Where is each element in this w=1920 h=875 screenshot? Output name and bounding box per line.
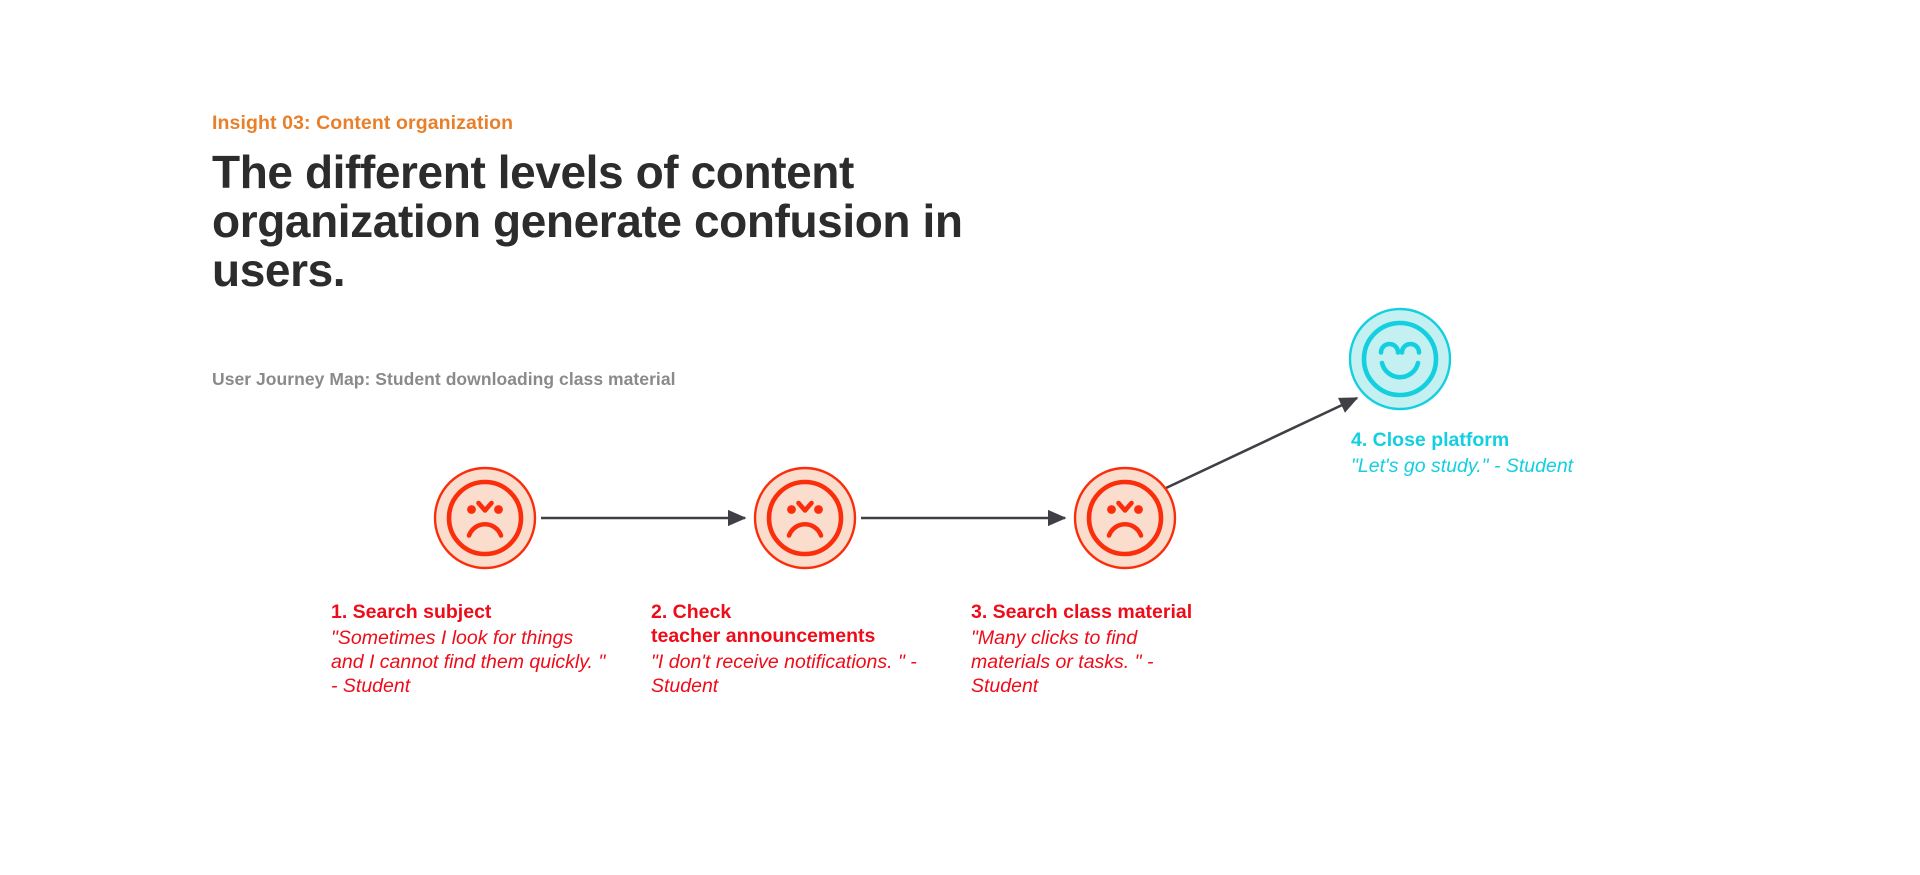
page-title: The different levels of content organiza… [212,146,963,296]
step-2-quote: "I don't receive notifications. " - Stud… [651,650,917,697]
journey-node-3[interactable] [1073,466,1177,570]
step-2-title: 2. Check teacher announcements [651,601,876,647]
insight-eyebrow-label: Insight 03: Content organization [212,112,514,134]
sad-face-icon [446,479,524,557]
node-1-outer-circle [433,466,537,570]
node-3-outer-circle [1073,466,1177,570]
journey-step-caption-4: 4. Close platform "Let's go study." - St… [1351,429,1681,478]
sad-face-icon [766,479,844,557]
step-3-title: 3. Search class material [971,601,1193,623]
node-4-outer-circle [1348,307,1452,411]
step-4-quote: "Let's go study." - Student [1351,454,1574,477]
journey-step-caption-2: 2. Check teacher announcements "I don't … [651,601,941,698]
step-1-title: 1. Search subject [331,601,492,623]
journey-node-4[interactable] [1348,307,1452,411]
journey-node-1[interactable] [433,466,537,570]
connector-3-to-4 [1165,396,1359,490]
insight-text-block: Insight 03: Content organization The dif… [212,112,1072,295]
journey-step-caption-1: 1. Search subject "Sometimes I look for … [331,601,611,698]
journey-step-caption-3: 3. Search class material "Many clicks to… [971,601,1211,698]
sad-face-icon [1086,479,1164,557]
journey-map-subtitle: User Journey Map: Student downloading cl… [212,369,676,389]
journey-node-2[interactable] [753,466,857,570]
happy-face-icon [1361,320,1439,398]
node-2-outer-circle [753,466,857,570]
step-3-quote: "Many clicks to find materials or tasks.… [971,626,1154,698]
step-1-quote: "Sometimes I look for things and I canno… [331,626,606,698]
step-4-title: 4. Close platform [1351,429,1510,451]
